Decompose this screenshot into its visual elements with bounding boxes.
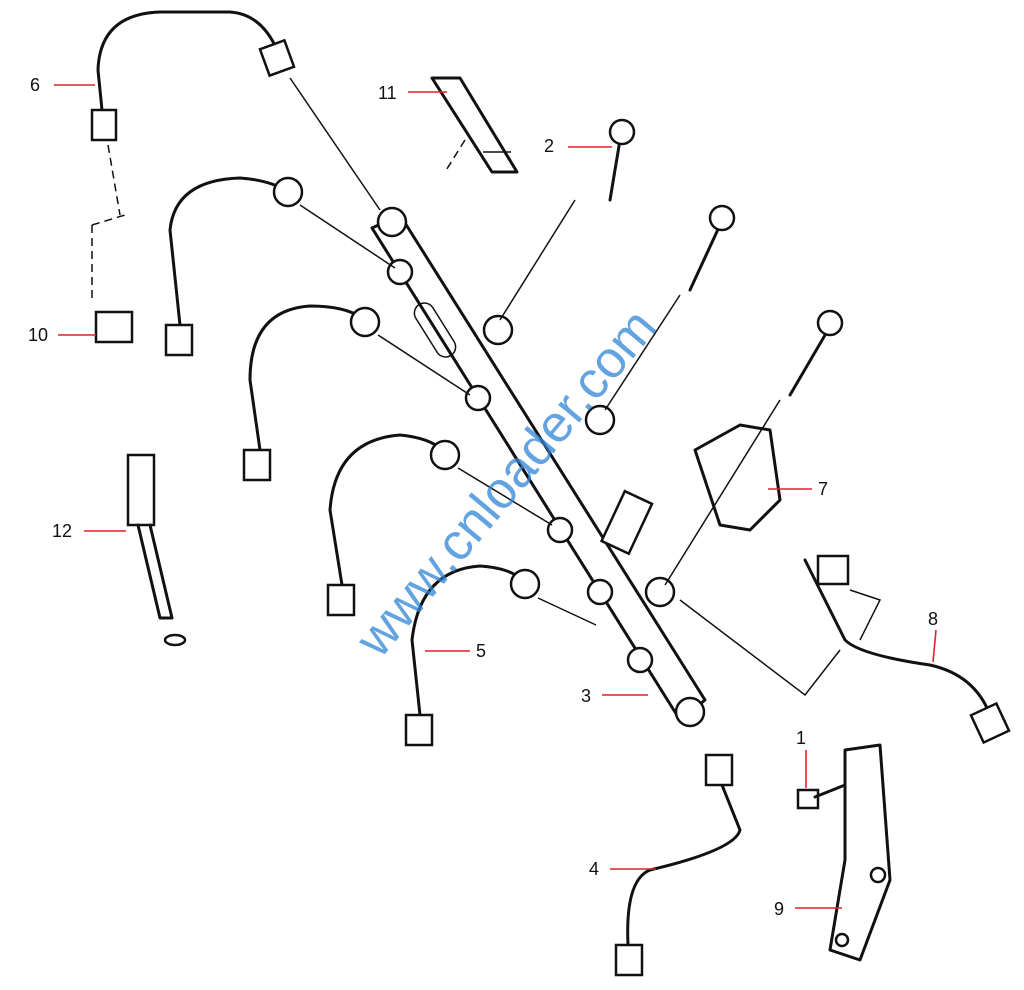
injector-pipe-5: [404, 564, 597, 747]
svg-text:3: 3: [581, 686, 591, 706]
callout-10: 10: [28, 325, 96, 345]
callout-8: 8: [928, 609, 938, 663]
svg-text:2: 2: [544, 136, 554, 156]
callout-5: 5: [425, 641, 486, 661]
svg-text:1: 1: [796, 728, 806, 748]
return-pipe-8: [679, 554, 1011, 745]
svg-text:6: 6: [30, 75, 40, 95]
callout-11: 11: [378, 83, 447, 103]
callout-2: 2: [544, 136, 612, 156]
callout-1: 1: [796, 728, 807, 788]
svg-text:10: 10: [28, 325, 48, 345]
bolt-2: [499, 118, 636, 321]
svg-text:8: 8: [928, 609, 938, 629]
fuel-rail: [370, 206, 707, 728]
injector-pipe-c: [326, 433, 553, 617]
supply-pipe-4: [614, 753, 742, 977]
bracket-7: [693, 423, 782, 532]
injector-pipe-b: [242, 304, 471, 482]
svg-text:9: 9: [774, 899, 784, 919]
svg-text:7: 7: [818, 479, 828, 499]
bolt-c: [664, 309, 844, 586]
callout-12: 12: [52, 521, 126, 541]
callout-6: 6: [30, 75, 95, 95]
watermark: www.cnloader.com: [344, 298, 668, 668]
bracket-9: [796, 743, 892, 962]
callout-4: 4: [589, 859, 656, 879]
svg-text:4: 4: [589, 859, 599, 879]
svg-text:11: 11: [378, 83, 397, 103]
callout-3: 3: [581, 686, 648, 706]
injector-pipe-6: [90, 10, 381, 211]
callout-9: 9: [774, 899, 842, 919]
callout-7: 7: [768, 479, 828, 499]
injector-pipe-a: [164, 176, 396, 357]
injector-12: [91, 144, 187, 647]
bolt-b: [604, 204, 736, 411]
svg-text:12: 12: [52, 521, 72, 541]
svg-text:5: 5: [476, 641, 486, 661]
strip-11: [430, 76, 519, 174]
